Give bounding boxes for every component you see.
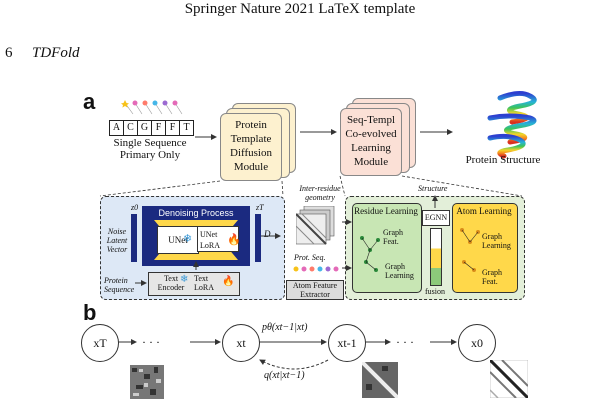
- text-encoder-line-2: Encoder: [157, 283, 185, 292]
- residue-graph-feat-line-2: Feat.: [383, 237, 399, 246]
- text-lora-box: Text LoRA: [194, 274, 234, 292]
- residue-5: T: [179, 120, 194, 136]
- fire-icon: 🔥: [227, 234, 241, 246]
- node-xT: xT: [81, 324, 119, 362]
- noise-line-2: Latent: [106, 236, 128, 245]
- noise-line-1: Noise: [107, 227, 127, 236]
- noise-line-3: Vector: [106, 245, 128, 254]
- text-encoder-box: Text Encoder: [152, 274, 190, 292]
- text-encoder-group: [148, 272, 240, 296]
- fusion-label: fusion: [425, 287, 445, 296]
- svg-text:· · ·: · · ·: [396, 335, 414, 349]
- protein-structure-image: [460, 88, 560, 160]
- svg-text:· · ·: · · ·: [142, 335, 160, 349]
- node-xt-1: xt-1: [328, 324, 366, 362]
- module2-line-1: Seq-Templ: [346, 114, 396, 126]
- input-caption-line-1: Single Sequence: [113, 137, 187, 149]
- protein-template-diffusion-module: Protein Template Diffusion Module: [220, 113, 282, 181]
- text-encoder-line-1: Text: [163, 274, 179, 283]
- unet-lora-box: UNet LoRA: [197, 226, 239, 252]
- atom-graph-learning-line-2: Learning: [482, 241, 511, 250]
- node-x0: x0: [458, 324, 496, 362]
- text-lora-line-1: Text: [194, 274, 209, 283]
- input-caption-line-2: Primary Only: [119, 149, 181, 161]
- unet-lora-line-1: UNet: [200, 230, 218, 239]
- page-header: Springer Nature 2021 LaTeX template: [184, 1, 416, 17]
- panel-b-label: b: [83, 300, 97, 325]
- z0-vector-bar: [131, 214, 137, 262]
- atom-learning-box: [452, 203, 518, 293]
- noise-image-xt-1: [362, 362, 398, 398]
- noise-latent-label: Noise Latent Vector: [104, 227, 130, 254]
- atom-graph-feat-line-2: Feat.: [482, 277, 498, 286]
- atom-graph-feat-line-1: Graph: [482, 268, 502, 277]
- protein-structure-caption: Protein Structure: [465, 154, 541, 166]
- fusion-bar: [430, 228, 442, 286]
- noise-image-xT: [130, 365, 164, 399]
- module1-line-1: Protein: [235, 119, 267, 131]
- forward-transition-label: pθ(xt−1|xt): [262, 322, 308, 333]
- residue-graph-learning-line-2: Learning: [385, 271, 414, 280]
- text-fire-icon: 🔥: [222, 276, 235, 287]
- decoder-label: D: [264, 229, 271, 239]
- inter-residue-line-1: Inter-residue: [299, 184, 341, 193]
- atom-feature-extractor: Atom Feature Extractor: [286, 280, 344, 300]
- inter-residue-label: Inter-residue geometry: [292, 184, 348, 202]
- module1-line-2: Template: [230, 133, 272, 145]
- residue-graph-learning: Graph Learning: [385, 262, 414, 280]
- protseq-line-2: Sequence: [104, 285, 135, 294]
- panel-a-label: a: [83, 89, 96, 114]
- prot-seq-label: Prot. Seq.: [294, 253, 326, 262]
- zT-label: zT: [256, 203, 264, 212]
- module1-line-3: Diffusion: [230, 147, 272, 159]
- snowflake-icon: ❄: [183, 233, 193, 245]
- denoising-title: Denoising Process: [158, 208, 234, 218]
- text-snowflake-icon: ❄: [180, 274, 189, 285]
- module1-line-4: Module: [233, 161, 269, 173]
- egnn-box: EGNN: [422, 210, 450, 226]
- protein-sequence-label: Protein Sequence: [104, 276, 136, 294]
- distance-maps-image: [295, 205, 336, 246]
- residue-graph-learning-line-1: Graph: [385, 262, 405, 271]
- distance-map-x0: [490, 360, 528, 398]
- zT-vector-bar: [255, 214, 261, 262]
- atom-graph-learning-line-1: Graph: [482, 232, 502, 241]
- reverse-transition-label: q(xt|xt−1): [264, 370, 305, 381]
- inter-residue-line-2: geometry: [305, 193, 335, 202]
- residue-graph-feat: Graph Feat.: [383, 228, 403, 246]
- text-lora-line-2: LoRA: [194, 283, 214, 292]
- input-caption: Single Sequence Primary Only: [100, 137, 200, 161]
- atom-feature-line-1: Atom Feature: [292, 281, 338, 290]
- prot-seq-markers: [292, 262, 342, 272]
- residue-markers: [119, 100, 189, 115]
- module2-line-4: Module: [353, 156, 389, 168]
- seq-templ-learning-module: Seq-Templ Co-evolved Learning Module: [340, 108, 402, 176]
- atom-graph-feat: Graph Feat.: [482, 268, 502, 286]
- atom-graph-learning: Graph Learning: [482, 232, 511, 250]
- residue-graph-feat-line-1: Graph: [383, 228, 403, 237]
- residue-learning-title: Residue Learning: [354, 206, 418, 216]
- unet-lora-line-2: LoRA: [200, 241, 220, 250]
- running-title: TDFold: [32, 45, 80, 61]
- atom-learning-title: Atom Learning: [456, 206, 512, 216]
- atom-feature-line-2: Extractor: [300, 290, 330, 299]
- z0-label: z0: [131, 203, 139, 212]
- module2-line-3: Learning: [351, 142, 391, 154]
- module2-line-2: Co-evolved: [345, 128, 397, 140]
- protseq-line-1: Protein: [104, 276, 128, 285]
- residue-learning-box: [352, 203, 422, 293]
- structure-label: Structure: [418, 184, 448, 193]
- node-xt: xt: [222, 324, 260, 362]
- page-number: 6: [5, 45, 13, 61]
